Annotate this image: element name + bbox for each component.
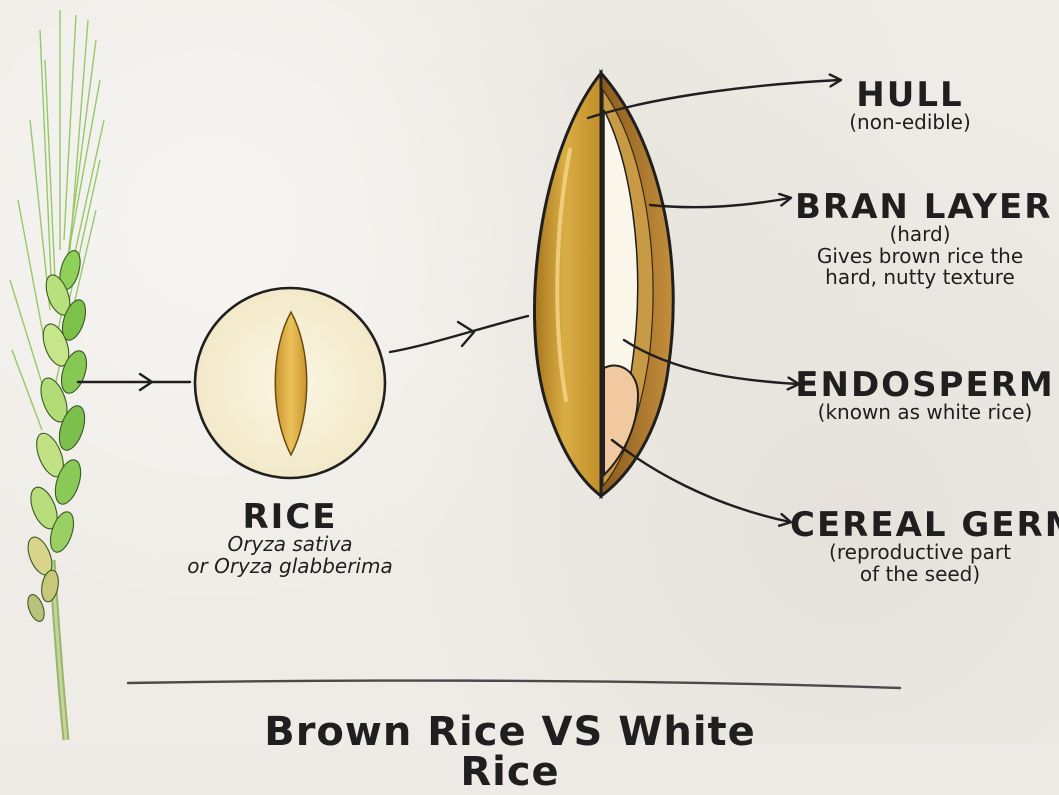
- label-cereal-germ: CEREAL GERM (reproductive part of the se…: [790, 508, 1050, 585]
- rice-title: RICE: [160, 500, 420, 534]
- rice-grain-circle: [195, 288, 385, 478]
- rice-species-1: Oryza sativa: [160, 534, 420, 556]
- grain-cross-section: [534, 73, 673, 496]
- germ-title: CEREAL GERM: [790, 508, 1050, 542]
- rice-stalk-illustration: [10, 10, 104, 740]
- bran-sub1: (hard): [795, 224, 1045, 246]
- bran-sub2: Gives brown rice the: [795, 246, 1045, 268]
- hull-title: HULL: [830, 78, 990, 112]
- section-heading: Brown Rice VS White Rice: [230, 712, 790, 792]
- rice-species-2: or Oryza glabberima: [160, 556, 420, 578]
- label-hull: HULL (non-edible): [830, 78, 990, 134]
- label-rice: RICE Oryza sativa or Oryza glabberima: [160, 500, 420, 577]
- bran-title: BRAN LAYER: [795, 190, 1045, 224]
- arrow-bran: [650, 198, 790, 207]
- germ-sub2: of the seed): [790, 564, 1050, 586]
- label-bran-layer: BRAN LAYER (hard) Gives brown rice the h…: [795, 190, 1045, 289]
- endosperm-subtitle: (known as white rice): [795, 402, 1055, 424]
- section-divider: [128, 681, 900, 688]
- bran-sub3: hard, nutty texture: [795, 267, 1045, 289]
- endosperm-title: ENDOSPERM: [795, 368, 1055, 402]
- label-endosperm: ENDOSPERM (known as white rice): [795, 368, 1055, 424]
- hull-subtitle: (non-edible): [830, 112, 990, 134]
- germ-sub1: (reproductive part: [790, 542, 1050, 564]
